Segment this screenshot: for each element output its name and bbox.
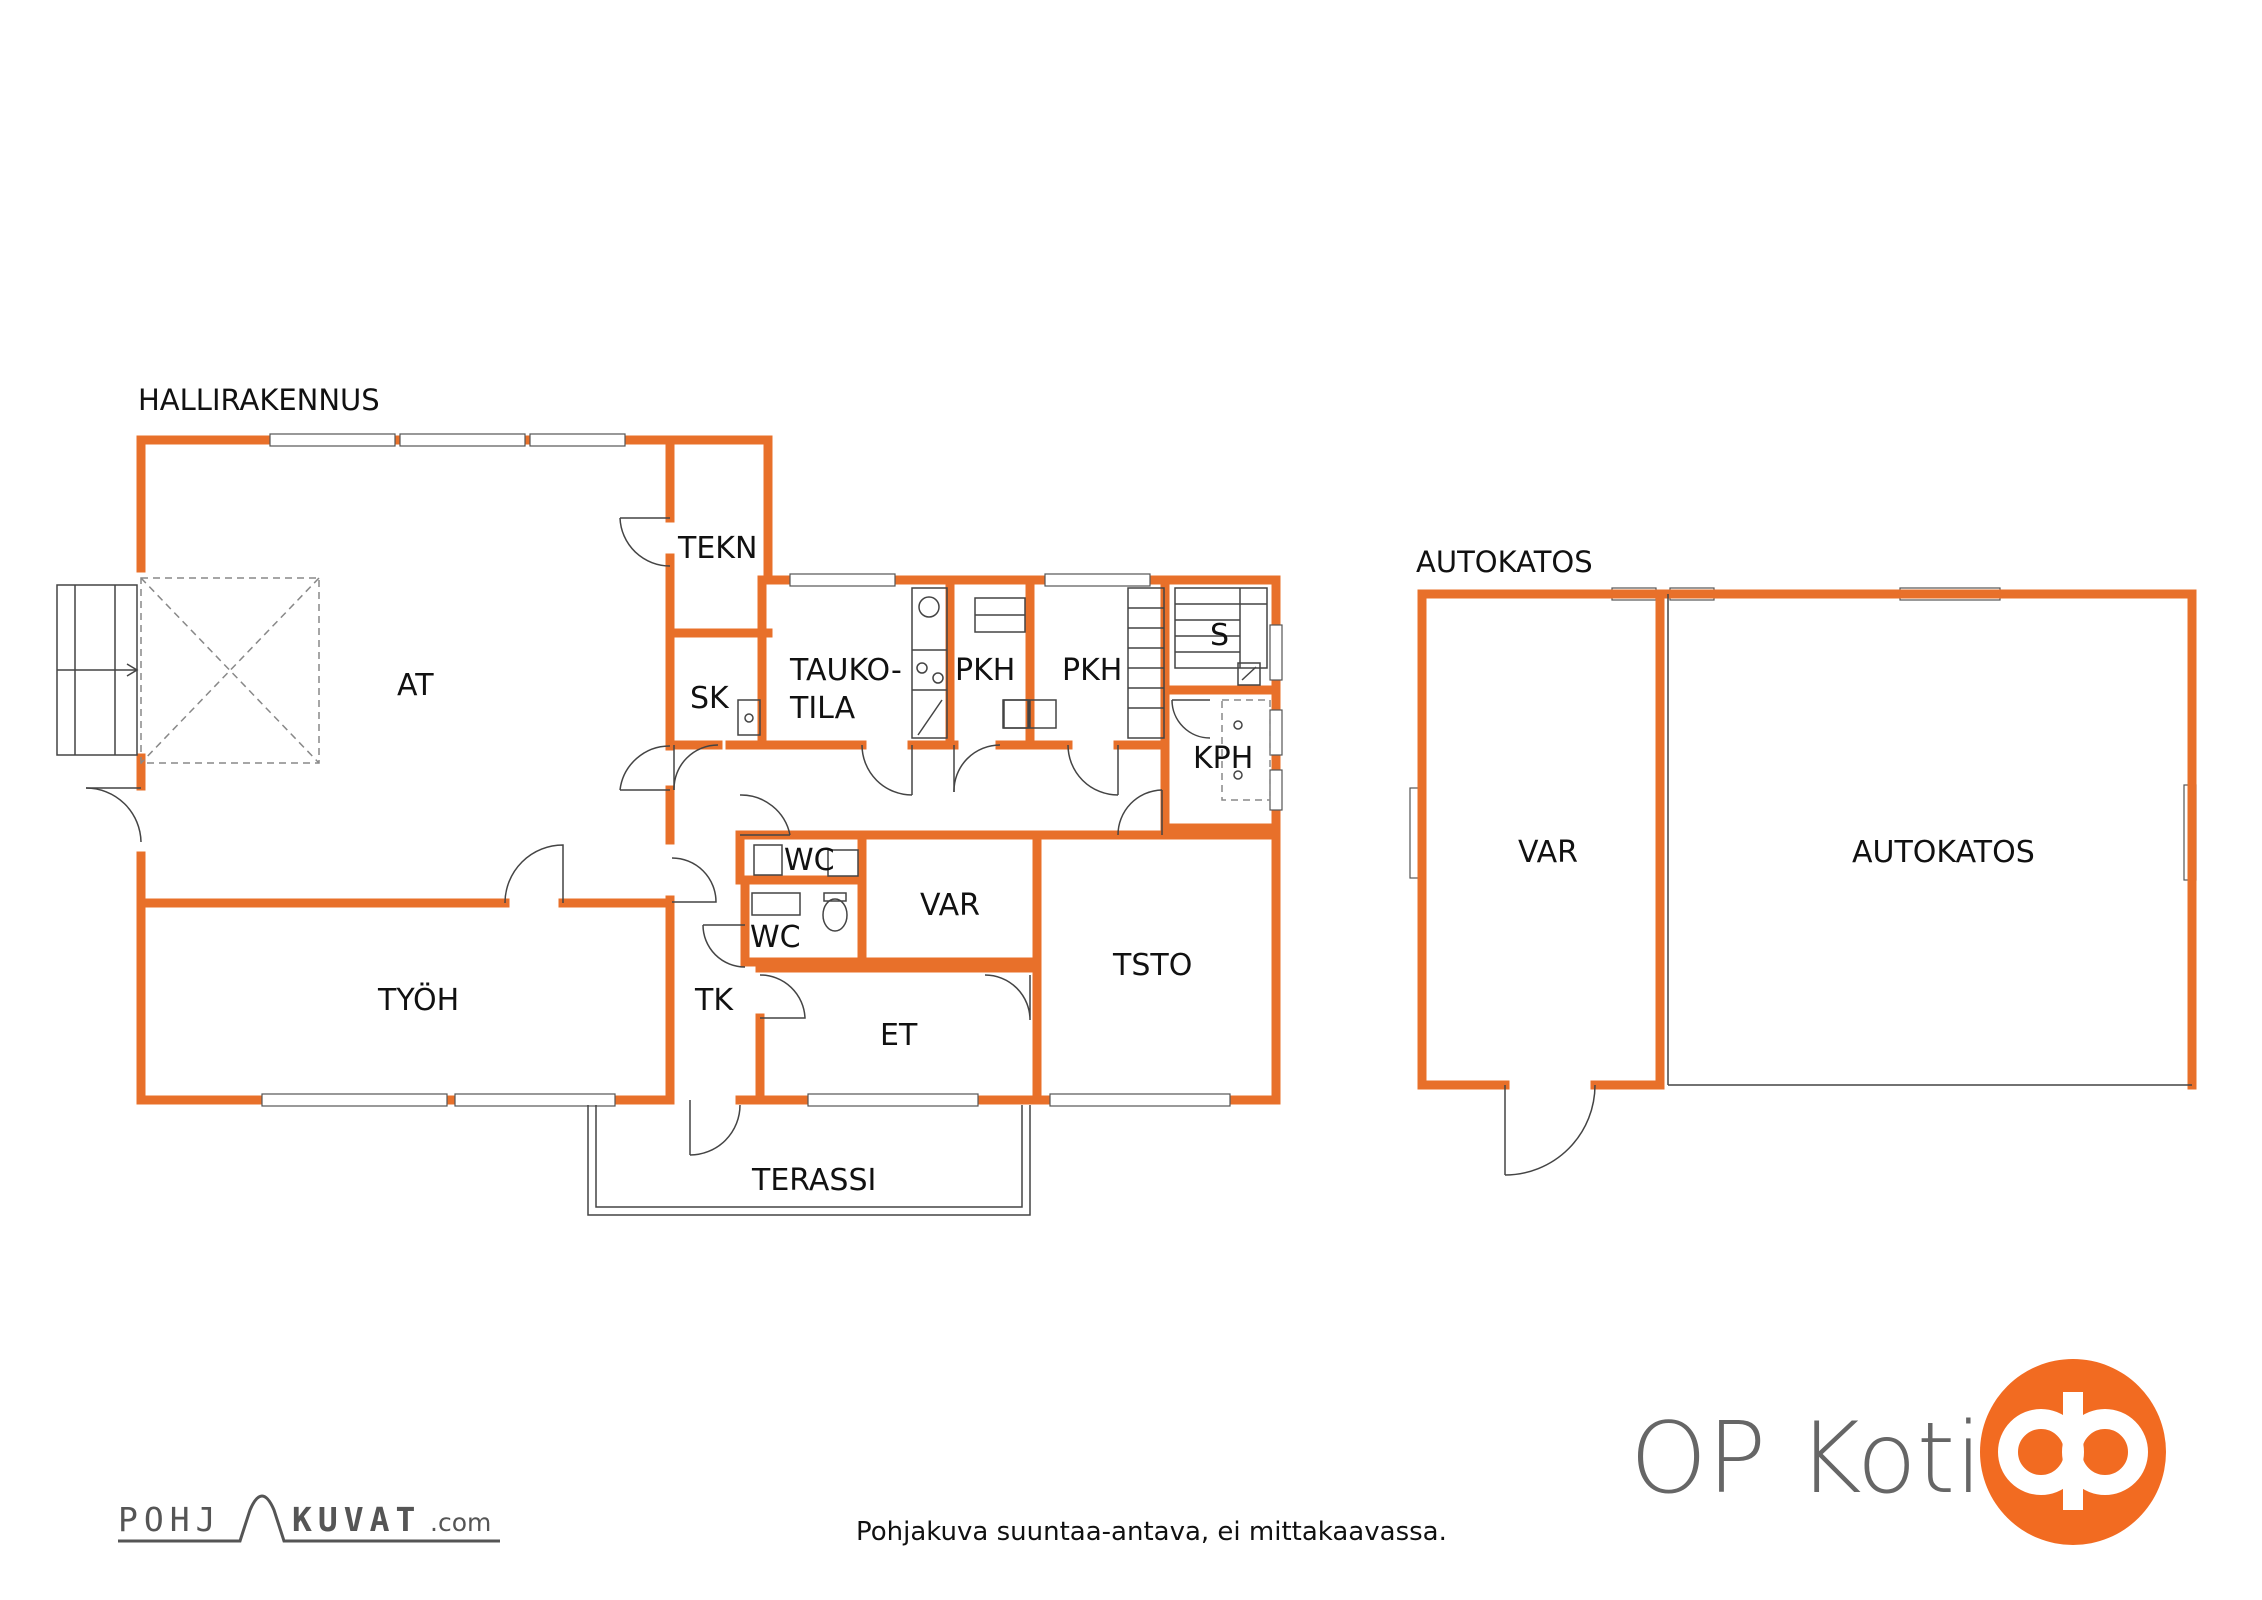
terrace	[587, 1105, 1031, 1216]
garage-door	[1504, 1084, 1596, 1176]
room-label-taukotila-1: TAUKO-	[789, 653, 902, 688]
room-label-kph: KPH	[1193, 741, 1253, 776]
room-labels: HALLIRAKENNUS AUTOKATOS AT TEKN SK TAUKO…	[138, 383, 2035, 1198]
room-label-tekn: TEKN	[677, 531, 757, 566]
porch-canopy	[56, 584, 139, 756]
pohjakuvat-watermark: POHJ KUVAT .com	[118, 1494, 500, 1543]
autokatos-title: AUTOKATOS	[1416, 545, 1593, 579]
watermark-pohj: POHJ	[118, 1500, 221, 1539]
hallirakennus-title: HALLIRAKENNUS	[138, 383, 380, 417]
op-symbol-icon	[1980, 1359, 2166, 1545]
room-label-tsto: TSTO	[1112, 948, 1192, 983]
room-label-var: VAR	[920, 888, 980, 923]
room-label-autokatos: AUTOKATOS	[1852, 835, 2035, 870]
doors	[85, 517, 1211, 1156]
brand-name: OP Koti	[1630, 1402, 1982, 1516]
room-label-terassi: TERASSI	[751, 1163, 876, 1198]
room-label-s: S	[1210, 618, 1229, 653]
room-label-sk: SK	[690, 681, 730, 716]
room-label-tk: TK	[694, 983, 734, 1018]
disclaimer-note: Pohjakuva suuntaa-antava, ei mittakaavas…	[856, 1517, 1447, 1547]
fixtures	[737, 587, 1271, 932]
garage-walls	[1417, 589, 2197, 1090]
room-label-pkh-2: PKH	[1062, 653, 1122, 688]
room-label-wc-1: WC	[784, 843, 835, 878]
op-koti-logo: OP Koti	[1630, 1359, 2166, 1545]
room-label-pkh-1: PKH	[955, 653, 1015, 688]
room-label-var-garage: VAR	[1518, 835, 1578, 870]
room-label-wc-2: WC	[750, 920, 801, 955]
stairs	[1127, 587, 1268, 739]
open-to-above-area	[140, 577, 320, 764]
room-label-at: AT	[397, 668, 434, 703]
watermark-kuvat: KUVAT	[292, 1500, 421, 1539]
room-label-tyoh: TYÖH	[377, 982, 459, 1018]
room-label-taukotila-2: TILA	[789, 691, 856, 726]
room-label-et: ET	[880, 1018, 918, 1053]
watermark-suffix: .com	[430, 1508, 491, 1537]
